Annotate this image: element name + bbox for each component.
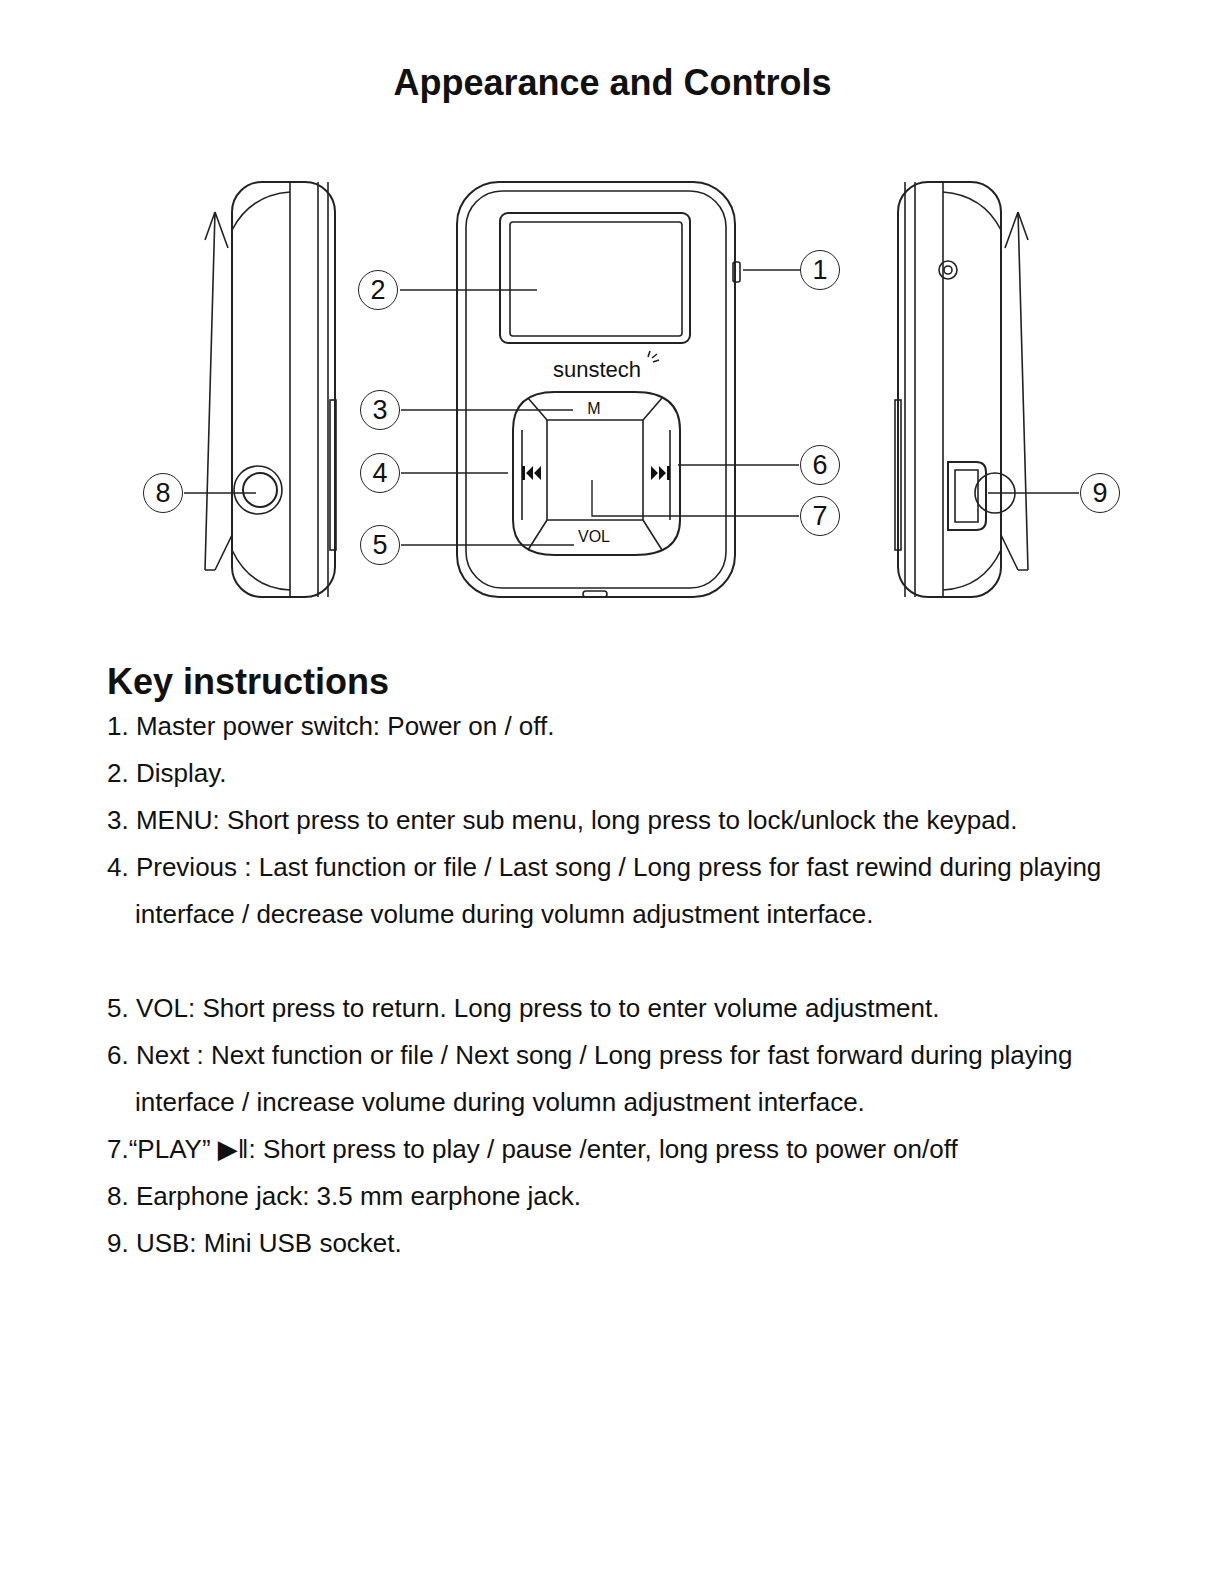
right-side-view [895, 182, 1028, 597]
callout-number: 3 [360, 390, 400, 430]
callout-number: 6 [800, 445, 840, 485]
page-title: Appearance and Controls [0, 62, 1225, 104]
front-view [457, 182, 740, 597]
key-instruction: 1. Master power switch: Power on / off. [107, 703, 1112, 750]
callout-number: 2 [358, 270, 398, 310]
callout-number: 9 [1080, 473, 1120, 513]
callout-digit: 1 [812, 257, 827, 284]
left-side-view [205, 182, 336, 597]
leader-lines [184, 270, 1079, 545]
button-label: M [587, 400, 600, 418]
key-instruction: 7.“PLAY” ▶ǁ: Short press to play / pause… [107, 1126, 1112, 1173]
brand-name: sunstech [553, 358, 641, 382]
key-instruction: 6. Next : Next function or file / Next s… [107, 1032, 1112, 1126]
callout-number: 4 [360, 453, 400, 493]
button-label: VOL [578, 528, 610, 546]
callout-digit: 9 [1092, 480, 1107, 507]
section-heading: Key instructions [107, 662, 389, 702]
callout-number: 7 [800, 496, 840, 536]
callout-number: 8 [143, 473, 183, 513]
key-instruction: 8. Earphone jack: 3.5 mm earphone jack. [107, 1173, 1112, 1220]
callout-digit: 5 [372, 532, 387, 559]
callout-digit: 4 [372, 460, 387, 487]
callout-digit: 6 [812, 452, 827, 479]
key-instruction: 3. MENU: Short press to enter sub menu, … [107, 797, 1112, 844]
key-instruction: 2. Display. [107, 750, 1112, 797]
key-instruction: 5. VOL: Short press to return. Long pres… [107, 985, 1112, 1032]
key-instruction: 4. Previous : Last function or file / La… [107, 844, 1112, 938]
callout-digit: 8 [155, 480, 170, 507]
callout-number: 1 [800, 250, 840, 290]
callout-digit: 7 [812, 503, 827, 530]
callout-digit: 3 [372, 397, 387, 424]
key-instruction: 9. USB: Mini USB socket. [107, 1220, 1112, 1267]
callout-number: 5 [360, 525, 400, 565]
callout-digit: 2 [370, 277, 385, 304]
